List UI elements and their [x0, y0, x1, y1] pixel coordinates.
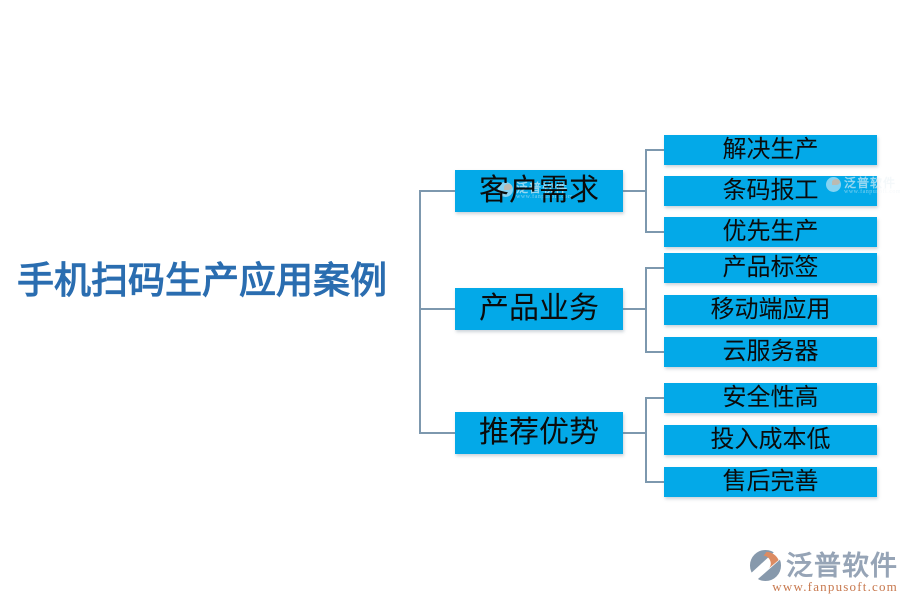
connector-leaf-stub [645, 481, 664, 483]
branch-node-product-business: 产品业务 [455, 288, 623, 330]
leaf-label: 解决生产 [722, 137, 819, 163]
leaf-node: 优先生产 [664, 217, 877, 247]
leaf-node: 投入成本低 [664, 425, 877, 455]
leaf-node: 解决生产 [664, 135, 877, 165]
connector-branch2-to-bracket [623, 308, 646, 310]
leaf-label: 投入成本低 [710, 427, 831, 453]
leaf-label: 产品标签 [722, 255, 819, 281]
leaf-label: 优先生产 [722, 219, 819, 245]
connector-leaf-stub [645, 267, 664, 269]
branch-node-customer-needs: 客户需求 [455, 170, 623, 212]
leaf-node: 产品标签 [664, 253, 877, 283]
leaf-label: 云服务器 [722, 339, 819, 365]
leaf-node: 移动端应用 [664, 295, 877, 325]
connector-stub-branch-1 [419, 190, 457, 192]
fanpu-logo-name: 泛普软件 [786, 550, 898, 581]
leaf-label: 移动端应用 [710, 297, 831, 323]
connector-bracket-1 [645, 149, 647, 233]
connector-trunk-vertical [419, 190, 421, 434]
leaf-label: 条码报工 [722, 178, 819, 204]
fanpu-circle-icon [749, 549, 782, 582]
diagram-title: 手机扫码生产应用案例 [17, 261, 387, 302]
leaf-node: 售后完善 [664, 467, 877, 497]
fanpu-logo: 泛普软件 www.fanpusoft.com [742, 549, 898, 594]
leaf-node: 云服务器 [664, 337, 877, 367]
branch-label: 推荐优势 [479, 416, 599, 449]
branch-label: 客户需求 [479, 174, 599, 207]
leaf-label: 售后完善 [722, 469, 819, 495]
connector-branch3-to-bracket [623, 432, 646, 434]
fanpu-logo-url: www.fanpusoft.com [772, 579, 898, 594]
connector-branch1-to-bracket [623, 190, 646, 192]
connector-leaf-stub [645, 149, 664, 151]
branch-label: 产品业务 [479, 292, 599, 325]
connector-leaf-stub [645, 231, 664, 233]
branch-node-recommended-advantages: 推荐优势 [455, 412, 623, 454]
connector-stub-branch-2 [419, 308, 457, 310]
connector-stub-branch-3 [419, 432, 457, 434]
connector-leaf-stub [645, 397, 664, 399]
connector-leaf-stub [645, 351, 664, 353]
connector-bracket-3 [645, 397, 647, 483]
leaf-node: 安全性高 [664, 383, 877, 413]
leaf-node: 条码报工 [664, 176, 877, 206]
leaf-label: 安全性高 [722, 385, 819, 411]
connector-bracket-2 [645, 267, 647, 353]
